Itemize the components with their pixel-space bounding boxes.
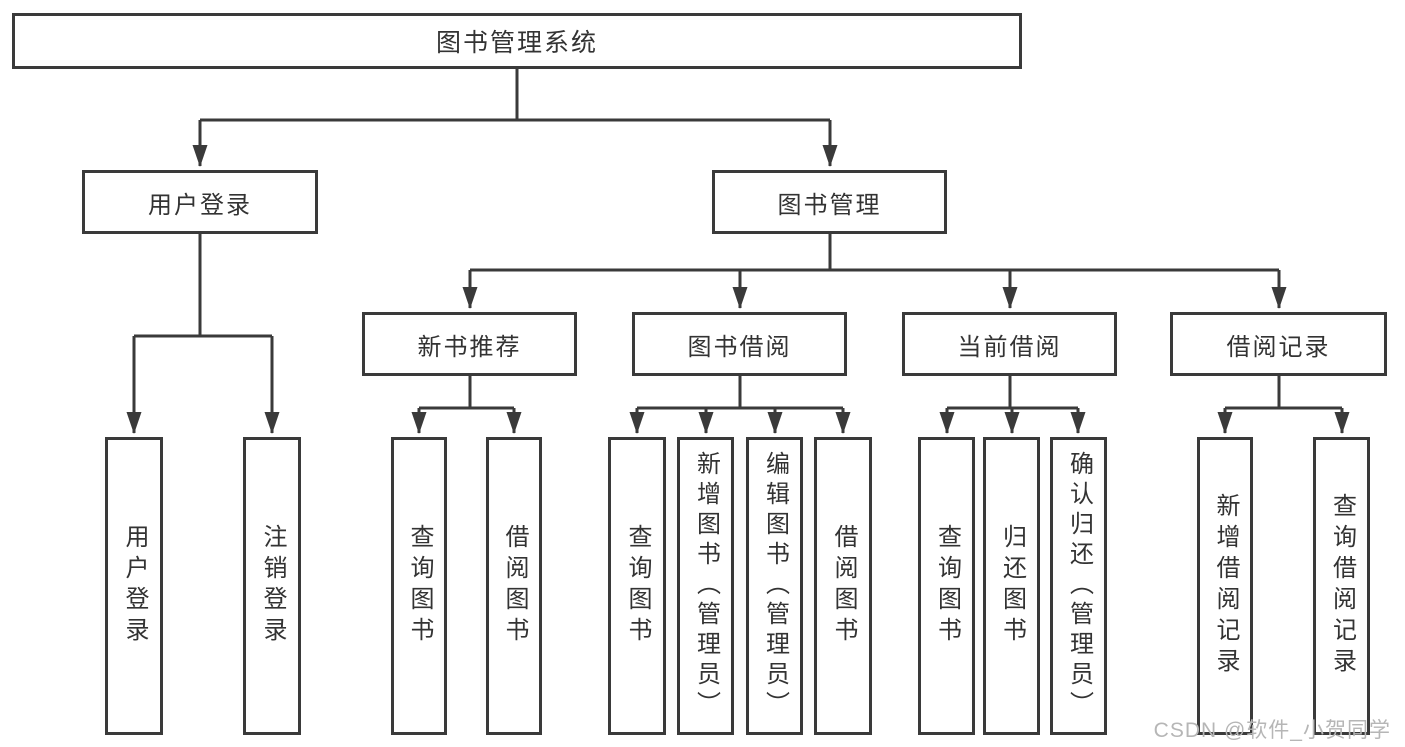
- node-label: 新书推荐: [417, 333, 522, 361]
- leaf-query-borrow-record: 查询借阅记录: [1313, 437, 1370, 735]
- node-label: 查询图书: [933, 524, 961, 648]
- node-label: 借阅记录: [1226, 333, 1331, 361]
- node-label: 新增图书（管理员）: [692, 451, 720, 721]
- node-new-book-recommend: 新书推荐: [362, 312, 577, 376]
- leaf-query-books-recommend: 查询图书: [391, 437, 447, 735]
- node-library-management-system: 图书管理系统: [12, 13, 1022, 69]
- node-label: 图书借阅: [687, 333, 792, 361]
- node-label: 图书管理系统: [435, 29, 598, 57]
- leaf-borrow-books-borrowing: 借阅图书: [814, 437, 872, 735]
- node-label: 查询借阅记录: [1328, 493, 1356, 679]
- node-book-borrowing: 图书借阅: [632, 312, 847, 376]
- leaf-add-books-admin: 新增图书（管理员）: [677, 437, 734, 735]
- leaf-confirm-return-admin: 确认归还（管理员）: [1050, 437, 1107, 735]
- node-current-borrowing: 当前借阅: [902, 312, 1117, 376]
- node-label: 借阅图书: [830, 524, 857, 648]
- node-label: 归还图书: [998, 524, 1026, 648]
- node-label: 图书管理: [777, 191, 882, 219]
- leaf-logout: 注销登录: [243, 437, 301, 735]
- leaf-query-books-current: 查询图书: [918, 437, 975, 735]
- node-label: 用户登录: [148, 191, 252, 219]
- node-book-management: 图书管理: [712, 170, 947, 234]
- leaf-borrow-books-recommend: 借阅图书: [486, 437, 542, 735]
- node-label: 查询图书: [406, 524, 433, 648]
- node-label: 用户登录: [121, 524, 148, 648]
- node-label: 注销登录: [259, 524, 286, 648]
- node-user-login: 用户登录: [82, 170, 318, 234]
- node-label: 确认归还（管理员）: [1065, 451, 1093, 721]
- leaf-query-books-borrowing: 查询图书: [608, 437, 666, 735]
- node-label: 新增借阅记录: [1212, 493, 1239, 679]
- leaf-add-borrow-record: 新增借阅记录: [1197, 437, 1253, 735]
- watermark: CSDN @软件_小贺同学: [1153, 719, 1391, 742]
- node-borrow-records: 借阅记录: [1170, 312, 1387, 376]
- leaf-edit-books-admin: 编辑图书（管理员）: [746, 437, 803, 735]
- node-label: 查询图书: [624, 524, 651, 648]
- leaf-return-books: 归还图书: [983, 437, 1040, 735]
- node-label: 编辑图书（管理员）: [761, 451, 789, 721]
- node-label: 借阅图书: [501, 524, 528, 648]
- leaf-user-login: 用户登录: [105, 437, 163, 735]
- node-label: 当前借阅: [957, 333, 1062, 361]
